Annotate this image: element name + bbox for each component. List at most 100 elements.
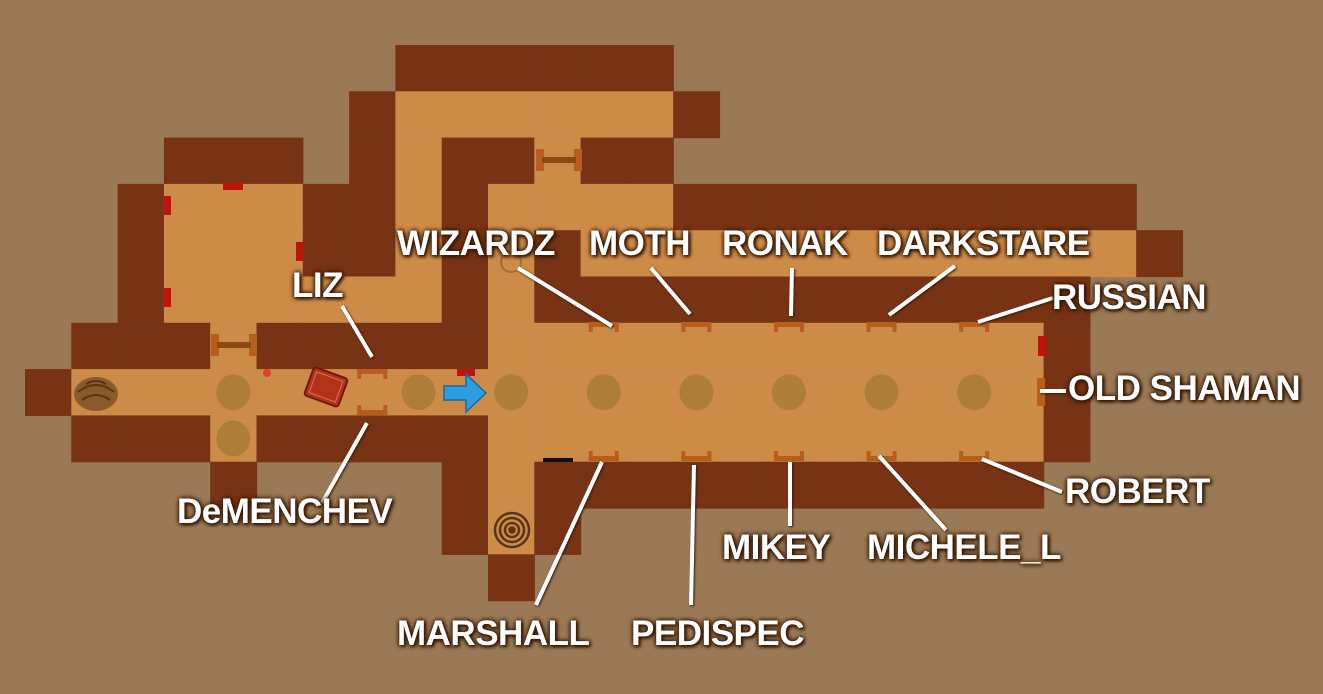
wall-tile (1043, 183, 1091, 231)
floor-tile (441, 91, 489, 139)
wall-tile (626, 461, 674, 509)
floor-pad (216, 374, 251, 411)
floor-tile (719, 415, 767, 463)
wall-tile (395, 322, 443, 370)
wall-tile (71, 322, 119, 370)
floor-tile (719, 230, 767, 278)
floor-tile (626, 91, 674, 139)
door-post (383, 369, 388, 379)
wall-tile (534, 461, 582, 509)
floor-tile (858, 230, 906, 278)
floor-tile (997, 415, 1045, 463)
floor-pad (586, 374, 621, 411)
passage-bridge-left (211, 334, 257, 356)
red-marker (164, 196, 171, 215)
floor-tile (256, 230, 304, 278)
floor-tile (534, 183, 582, 231)
npc-door-top (588, 322, 619, 332)
floor-tile (580, 415, 628, 463)
wall-tile (997, 183, 1045, 231)
leader-line-michele-l (877, 454, 948, 532)
door-post (707, 451, 712, 461)
map-tiles (25, 45, 1184, 602)
door-post (614, 451, 619, 461)
rock-texture (77, 380, 115, 401)
wall-tile (673, 183, 721, 231)
leader-line-ronak (789, 267, 794, 317)
wall-tile (488, 554, 535, 602)
npc-label-wizardz: WIZARDZ (397, 224, 555, 263)
floor-tile (163, 369, 211, 416)
wall-tile (349, 137, 396, 185)
red-marker (1038, 336, 1046, 356)
wall-tile (719, 276, 767, 324)
floor-tile (488, 183, 535, 231)
faint-portal-icon (500, 251, 522, 273)
leader-line-demenchev (320, 422, 369, 504)
wall-tile (488, 45, 535, 92)
npc-label-ronak: RONAK (722, 224, 848, 263)
wall-tile (163, 137, 211, 185)
wall-tile (673, 461, 721, 509)
floor-tile (812, 230, 859, 278)
blue-arrow-icon (443, 372, 488, 414)
wall-tile (904, 461, 952, 509)
floor-tile (163, 276, 211, 324)
npc-door-bottom (681, 451, 712, 461)
floor-tile (163, 183, 211, 231)
bridge-plank (542, 157, 576, 163)
red-marker (296, 242, 303, 261)
wall-tile (117, 276, 165, 324)
wall-tile (210, 461, 258, 509)
door-post (959, 322, 964, 332)
wall-tile (441, 230, 489, 278)
npc-door-top (866, 322, 897, 332)
wall-tile (951, 276, 998, 324)
floor-tile (488, 230, 535, 278)
floor-tile (349, 369, 396, 416)
wall-tile (302, 415, 350, 463)
floor-tile (904, 230, 952, 278)
wall-tile (441, 461, 489, 509)
floor-tile (812, 415, 859, 463)
door-post (959, 451, 964, 461)
floor-pad (401, 374, 436, 411)
floor-pad (216, 420, 251, 457)
door-post (681, 451, 686, 461)
wall-tile (580, 276, 628, 324)
wall-tile (117, 415, 165, 463)
floor-tile (534, 415, 582, 463)
door-post (681, 322, 686, 332)
wall-tile (488, 137, 535, 185)
floor-tile (580, 322, 628, 370)
red-marker (223, 183, 243, 190)
npc-label-michele-l: MICHELE_L (867, 528, 1061, 567)
wall-tile (673, 91, 721, 139)
floor-tile (488, 461, 535, 509)
floor-tile (488, 415, 535, 463)
spiral-ring (508, 526, 516, 534)
door-post (985, 322, 990, 332)
wall-tile (441, 415, 489, 463)
floor-pad (494, 374, 529, 411)
floor-tile (812, 369, 859, 416)
wall-tile (904, 183, 952, 231)
door-bar (773, 322, 804, 327)
floor-tile (765, 415, 813, 463)
door-bar (681, 322, 712, 327)
floor-tile (210, 230, 258, 278)
leader-line-wizardz (516, 266, 614, 328)
floor-tile (580, 230, 628, 278)
wall-tile (117, 183, 165, 231)
wall-tile (765, 276, 813, 324)
npc-door-liz (357, 369, 388, 379)
wall-tile (765, 183, 813, 231)
npc-door-bottom (773, 451, 804, 461)
floor-pad (957, 374, 992, 411)
spiral-ring (498, 516, 526, 544)
leader-line-liz (340, 304, 374, 359)
wall-tile (256, 415, 304, 463)
floor-tile (997, 322, 1045, 370)
wall-tile (951, 183, 998, 231)
